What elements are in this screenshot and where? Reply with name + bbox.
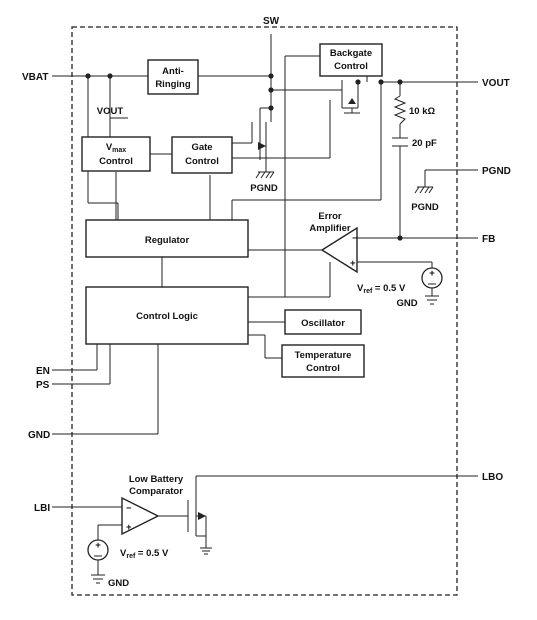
regulator-block: Regulator bbox=[85, 219, 249, 258]
pgnd-inner-label: PGND bbox=[411, 202, 439, 213]
control-logic-block: Control Logic bbox=[85, 286, 249, 345]
low-battery-label-2: Comparator bbox=[129, 486, 183, 497]
vref-gnd-label: GND bbox=[396, 298, 417, 309]
vmax-label-2: Control bbox=[99, 156, 133, 167]
oscillator-label: Oscillator bbox=[301, 318, 345, 329]
wiring bbox=[52, 34, 478, 575]
pin-en: EN bbox=[36, 366, 50, 377]
pin-sw: SW bbox=[263, 16, 280, 27]
lb-plus: + bbox=[126, 522, 132, 533]
error-amp-label-2: Amplifier bbox=[309, 223, 350, 234]
pin-ps: PS bbox=[36, 380, 50, 391]
gnd-lb-label: GND bbox=[108, 578, 129, 589]
svg-text:+: + bbox=[429, 268, 435, 279]
error-amp-plus: + bbox=[350, 258, 356, 269]
temperature-control-block: Temperature Control bbox=[281, 344, 365, 378]
capacitor-icon bbox=[392, 137, 408, 147]
anti-ringing-block: Anti- Ringing bbox=[147, 59, 199, 95]
backgate-label-1: Backgate bbox=[330, 48, 372, 59]
error-amp-label-1: Error bbox=[318, 211, 342, 222]
vmax-control-block: Vmax Control bbox=[81, 136, 151, 172]
pin-vbat: VBAT bbox=[22, 72, 48, 83]
backgate-label-2: Control bbox=[334, 61, 368, 72]
pin-lbo: LBO bbox=[482, 472, 503, 483]
low-battery-comparator-icon bbox=[121, 496, 160, 536]
gate-control-label-2: Control bbox=[185, 156, 219, 167]
error-amp-minus: − bbox=[352, 233, 358, 244]
capacitor-label: 20 pF bbox=[412, 138, 437, 149]
temperature-label-1: Temperature bbox=[295, 350, 352, 361]
pin-gnd: GND bbox=[28, 430, 50, 441]
pgnd-ground-icon bbox=[255, 171, 275, 179]
backgate-control-block: Backgate Control bbox=[319, 43, 383, 77]
gate-control-label-1: Gate bbox=[191, 142, 212, 153]
junction-dots bbox=[85, 73, 403, 241]
lbo-ground-icon bbox=[200, 547, 212, 555]
pgnd-gate-label: PGND bbox=[250, 183, 278, 194]
low-battery-label-1: Low Battery bbox=[129, 474, 184, 485]
control-logic-label: Control Logic bbox=[136, 311, 198, 322]
svg-text:+: + bbox=[95, 540, 101, 551]
vmax-label-1: Vmax bbox=[106, 142, 126, 154]
regulator-label: Regulator bbox=[145, 235, 190, 246]
pin-pgnd: PGND bbox=[482, 166, 511, 177]
vref-lb-source-icon: + bbox=[87, 539, 109, 584]
lbo-transistor-arrow-icon bbox=[198, 512, 206, 520]
pin-lbi: LBI bbox=[34, 503, 50, 514]
resistor-icon bbox=[393, 95, 407, 125]
vref-source-icon: + bbox=[421, 267, 443, 305]
vout-small-label: VOUT bbox=[97, 106, 124, 117]
pin-vout: VOUT bbox=[482, 78, 510, 89]
ic-boundary bbox=[71, 26, 458, 596]
vref-label: Vref = 0.5 V bbox=[357, 283, 406, 295]
temperature-label-2: Control bbox=[306, 363, 340, 374]
error-amplifier-icon bbox=[320, 226, 358, 274]
oscillator-block: Oscillator bbox=[284, 309, 362, 335]
anti-ringing-label-1: Anti- bbox=[162, 66, 184, 77]
resistor-label: 10 kΩ bbox=[409, 106, 435, 117]
transistor-arrow-icon bbox=[258, 142, 266, 150]
pin-fb: FB bbox=[482, 234, 495, 245]
lb-minus: − bbox=[126, 503, 132, 514]
anti-ringing-label-2: Ringing bbox=[155, 79, 191, 90]
vref-lb-label: Vref = 0.5 V bbox=[120, 548, 169, 560]
backgate-transistor-arrow-icon bbox=[348, 98, 356, 104]
gate-control-block: Gate Control bbox=[171, 136, 233, 174]
pgnd-right-ground-icon bbox=[414, 186, 434, 194]
